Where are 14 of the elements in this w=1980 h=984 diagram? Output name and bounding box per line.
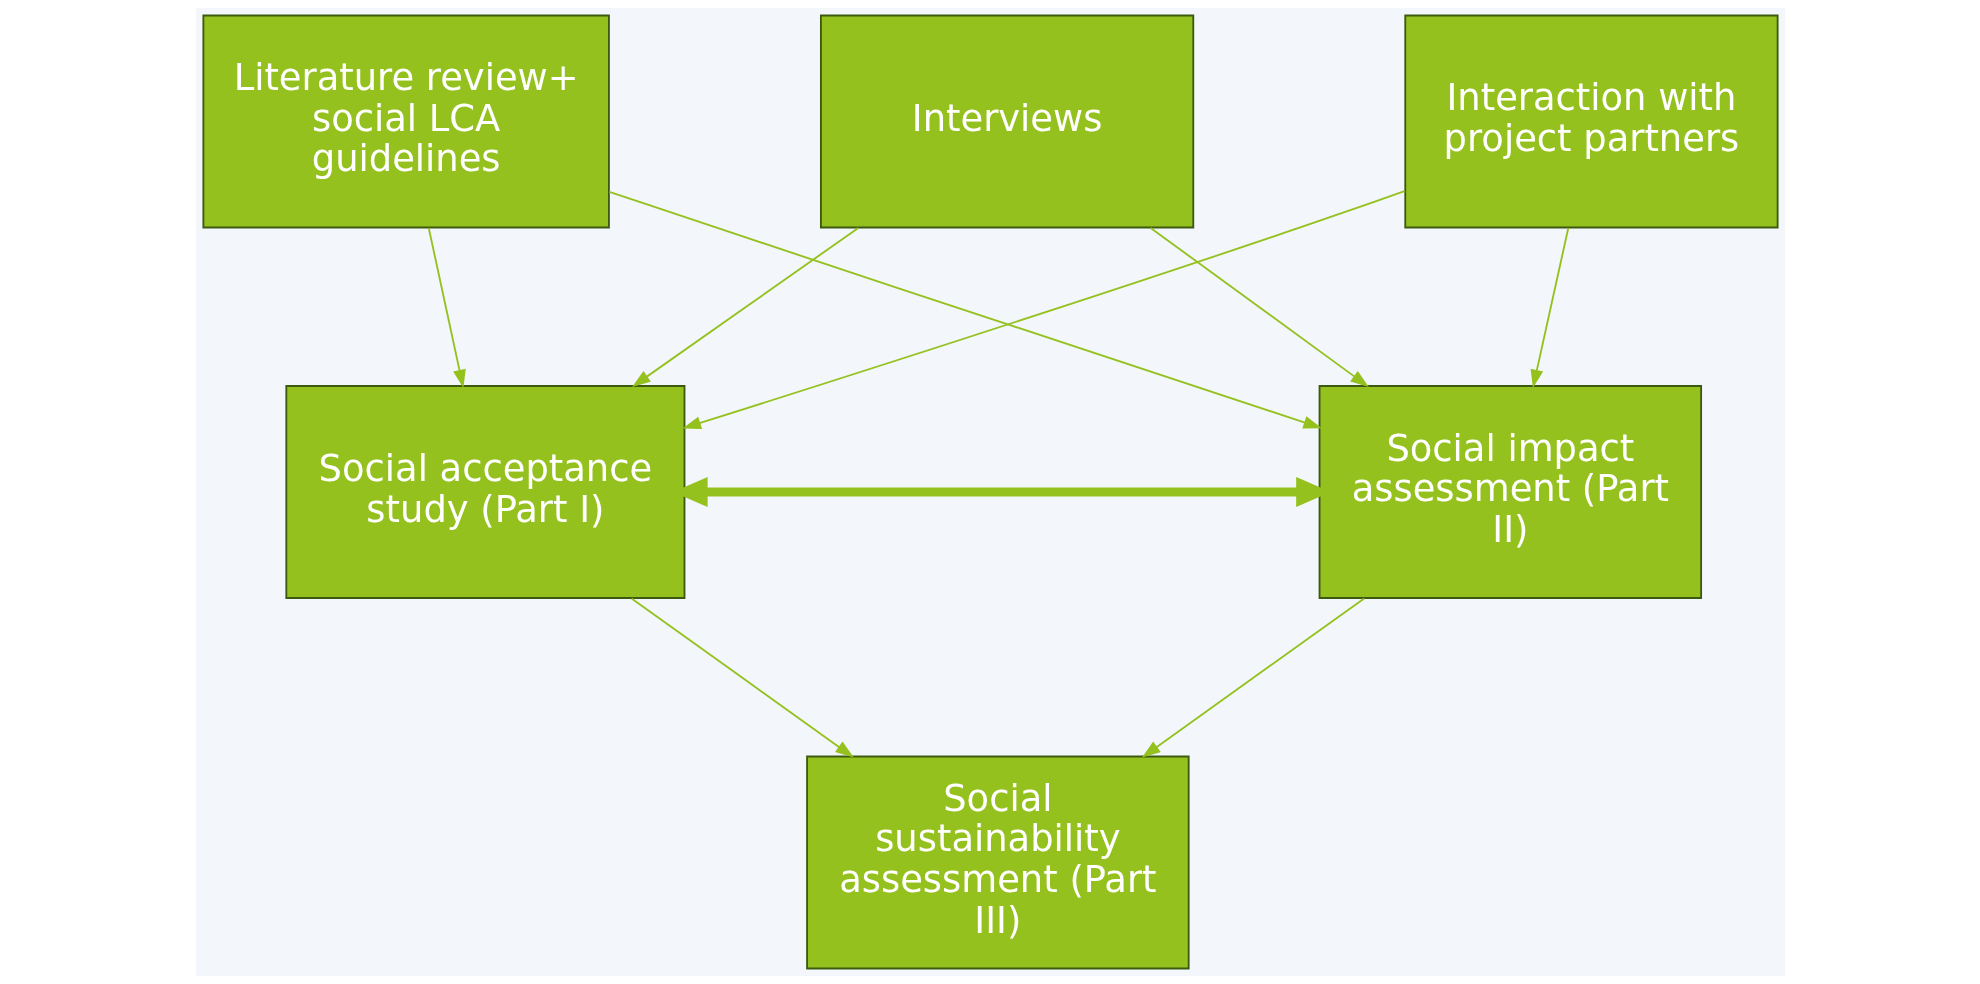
node-box: Literature review+ social LCA guidelines	[201, 14, 610, 229]
node-box: Social impact assessment (Part II)	[1318, 385, 1702, 599]
arrow	[631, 227, 859, 387]
arrow	[1530, 227, 1569, 389]
arrow	[607, 190, 1322, 429]
node-box: Interaction with project partners	[1403, 14, 1779, 229]
arrow	[1141, 597, 1365, 758]
arrow	[1149, 227, 1369, 388]
arrow	[682, 190, 1405, 430]
arrow	[630, 597, 854, 758]
arrow	[427, 227, 466, 389]
node-box: Social sustainability assessment (Part III)	[805, 755, 1190, 970]
node-box: Interviews	[819, 14, 1194, 229]
node-box: Social acceptance study (Part I)	[284, 385, 685, 599]
